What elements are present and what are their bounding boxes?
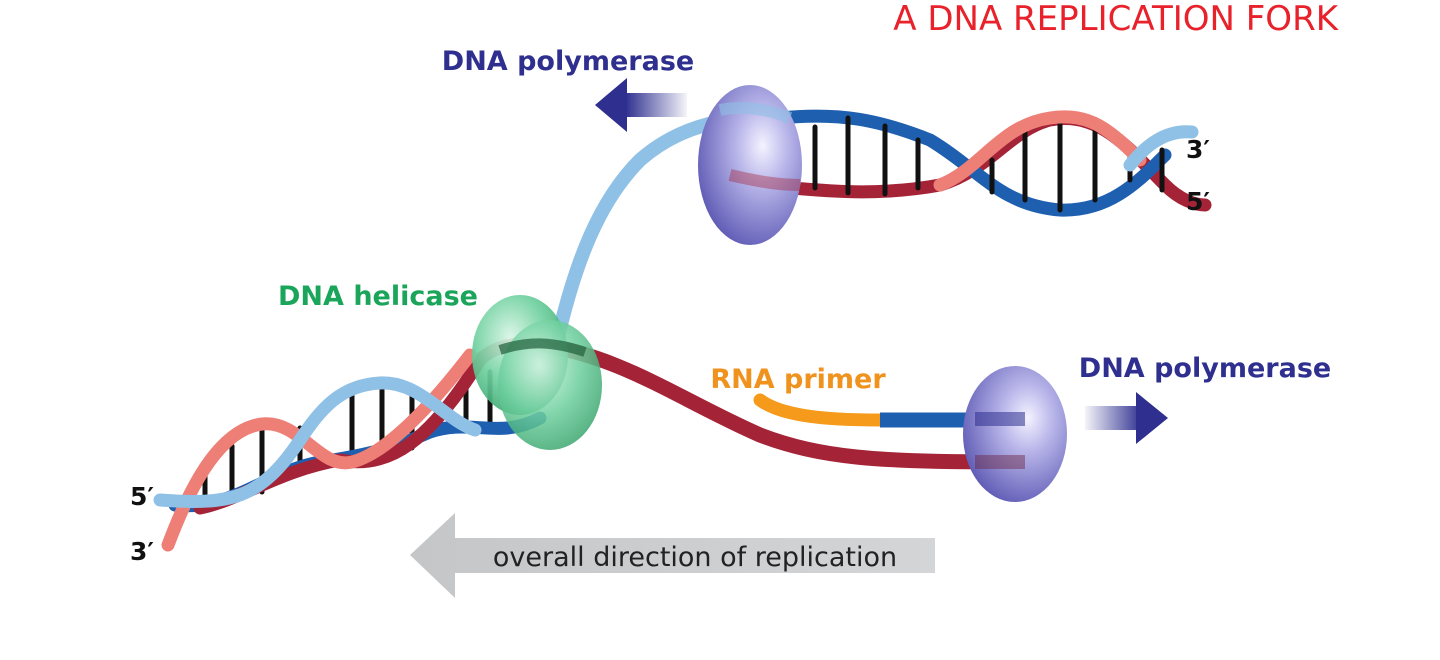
top-end-5-prime: 5′ — [1186, 187, 1210, 216]
rna-primer-strand — [753, 393, 887, 427]
direction-arrow: overall direction of replication — [410, 513, 935, 598]
dna-polymerase-top — [698, 85, 802, 245]
arrow-right-icon — [1085, 392, 1168, 444]
strand-salmon-top — [933, 110, 1147, 192]
strand-light-blue-front — [153, 376, 482, 508]
strand-dark-blue-top — [773, 109, 1172, 217]
arrow-left-icon — [595, 78, 687, 132]
strand-light-blue-top-end — [1123, 125, 1199, 172]
template-strand-lower — [532, 337, 1008, 470]
strand-salmon-front — [161, 348, 477, 552]
dna-polymerase-bottom — [963, 366, 1067, 502]
polymerase-bottom-label: DNA polymerase — [1079, 353, 1331, 384]
direction-label: overall direction of replication — [493, 542, 897, 573]
diagram-title: A DNA REPLICATION FORK — [893, 0, 1339, 39]
left-end-3-prime: 3′ — [130, 537, 154, 566]
top-end-3-prime: 3′ — [1186, 135, 1210, 164]
upper-daughter-helix — [753, 109, 1212, 217]
rna-primer-label: RNA primer — [710, 364, 886, 395]
parental-helix — [153, 336, 567, 552]
dna-helicase — [472, 295, 602, 450]
arrow-left-icon — [410, 513, 935, 598]
polymerase-top-label: DNA polymerase — [442, 46, 694, 77]
left-end-5-prime: 5′ — [130, 482, 154, 511]
helicase-label: DNA helicase — [278, 281, 478, 312]
